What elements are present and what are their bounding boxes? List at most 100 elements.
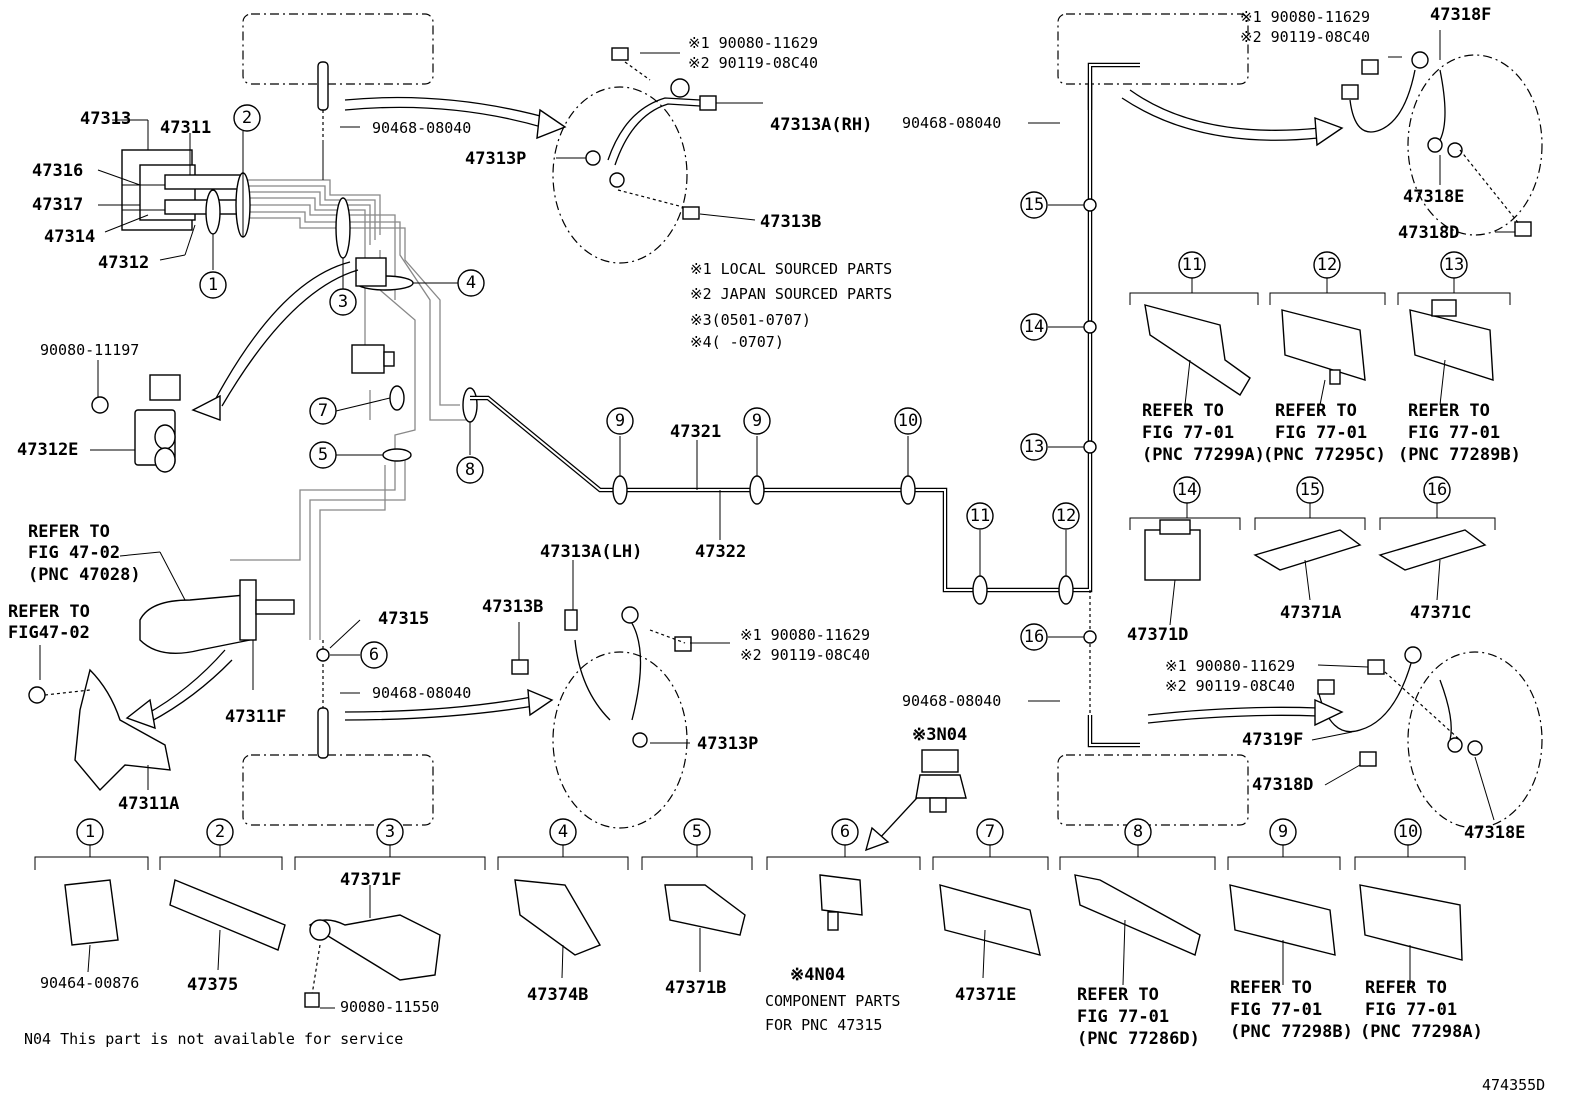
svg-text:FIG 77-01: FIG 77-01 [1142, 423, 1234, 443]
callout-13-main: 13 [1020, 433, 1048, 461]
svg-text:(PNC 47028): (PNC 47028) [28, 565, 141, 585]
rear-right-wheel-box [1057, 754, 1249, 826]
svg-text:(PNC 77286D): (PNC 77286D) [1077, 1029, 1200, 1049]
svg-text:FIG 77-01: FIG 77-01 [1365, 1000, 1457, 1020]
label-47318D-top: 47318D [1398, 223, 1459, 243]
label-47371B: 47371B [665, 978, 726, 998]
svg-text:FOR PNC 47315: FOR PNC 47315 [765, 1016, 882, 1034]
label-90080-11550: 90080-11550 [340, 998, 439, 1016]
svg-text:10: 10 [1398, 822, 1418, 842]
svg-text:16: 16 [1427, 480, 1447, 500]
hose-front-left [585, 47, 717, 220]
svg-text:1: 1 [85, 822, 95, 842]
label-47317: 47317 [32, 195, 83, 215]
hose-rear-left [511, 606, 692, 748]
svg-text:※1 90080-11629: ※1 90080-11629 [740, 626, 870, 644]
label-47371D: 47371D [1127, 625, 1188, 645]
callout-11-key: 11 [1178, 251, 1206, 279]
svg-text:※2 90119-08C40: ※2 90119-08C40 [1240, 28, 1370, 46]
label-47318E-top: 47318E [1403, 187, 1464, 207]
proportioning-valve [351, 257, 395, 374]
clamp-oval-8 [462, 387, 478, 423]
component-note: COMPONENT PARTS FOR PNC 47315 [765, 992, 900, 1034]
label-90468-bot-left: 90468-08040 [372, 684, 471, 702]
callout-2-main: 2 [233, 104, 261, 132]
svg-text:※4( -0707): ※4( -0707) [690, 333, 784, 351]
front-left-wheel-box [242, 13, 434, 85]
svg-text:REFER TO: REFER TO [1142, 401, 1224, 421]
callout-8-key: 8 [1124, 818, 1152, 846]
svg-text:※3(0501-0707): ※3(0501-0707) [690, 311, 811, 329]
label-47313B-bot: 47313B [482, 597, 543, 617]
label-90468-bot-right: 90468-08040 [902, 692, 1001, 710]
detail-circle-mid-center [552, 651, 688, 829]
label-47322: 47322 [695, 542, 746, 562]
callout-1-key: 1 [76, 818, 104, 846]
bracket-47311A [28, 668, 171, 792]
svg-text:8: 8 [465, 460, 475, 480]
svg-text:9: 9 [1278, 822, 1288, 842]
callout-16-main: 16 [1020, 623, 1048, 651]
label-47316: 47316 [32, 161, 83, 181]
callout-4-key: 4 [549, 818, 577, 846]
callout-6-key: 6 [831, 818, 859, 846]
svg-text:8: 8 [1133, 822, 1143, 842]
svg-text:2: 2 [215, 822, 225, 842]
detail-circle-bot-right [1407, 651, 1543, 829]
callout-3-key: 3 [376, 818, 404, 846]
callout-10-key: 10 [1394, 818, 1422, 846]
svg-text:11: 11 [1182, 255, 1202, 275]
label-47313A-LH: 47313A(LH) [540, 542, 642, 562]
clip-12-drawing [1281, 309, 1366, 406]
label-47313: 47313 [80, 109, 131, 129]
callout-7-main: 7 [309, 397, 337, 425]
svg-text:9: 9 [615, 411, 625, 431]
svg-text:1: 1 [208, 275, 218, 295]
svg-text:※1 90080-11629: ※1 90080-11629 [1165, 657, 1295, 675]
svg-text:6: 6 [840, 822, 850, 842]
service-footnote: N04 This part is not available for servi… [24, 1030, 403, 1048]
clamp-oval-3 [335, 197, 351, 259]
svg-text:14: 14 [1177, 480, 1197, 500]
clip-14-drawing [1144, 519, 1201, 626]
svg-text:※1 90080-11629: ※1 90080-11629 [1240, 8, 1370, 26]
svg-text:2: 2 [242, 108, 252, 128]
source-legend: ※1 LOCAL SOURCED PARTS ※2 JAPAN SOURCED … [690, 260, 892, 351]
clip-brackets-right [1129, 278, 1511, 530]
svg-text:5: 5 [692, 822, 702, 842]
leader-lines [39, 30, 1521, 821]
label-47312E: 47312E [17, 440, 78, 460]
label-s3N04: ※3N04 [912, 725, 967, 745]
callout-5-key: 5 [683, 818, 711, 846]
svg-text:(PNC 77298B): (PNC 77298B) [1230, 1022, 1353, 1042]
tube-bundle-upper [230, 179, 470, 640]
label-47318D-bot: 47318D [1252, 775, 1313, 795]
svg-text:16: 16 [1024, 627, 1044, 647]
label-47311A: 47311A [118, 794, 179, 814]
svg-text:FIG 47-02: FIG 47-02 [28, 543, 120, 563]
label-47371C: 47371C [1410, 603, 1471, 623]
callout-12-key: 12 [1313, 251, 1341, 279]
svg-text:7: 7 [985, 822, 995, 842]
label-47315: 47315 [378, 609, 429, 629]
clip-N04 [915, 749, 967, 813]
svg-text:15: 15 [1300, 480, 1320, 500]
svg-text:(PNC 77289B): (PNC 77289B) [1398, 445, 1521, 465]
detail-circle-top-right [1407, 54, 1543, 236]
svg-text:FIG47-02: FIG47-02 [8, 623, 90, 643]
clamp-oval-7 [389, 385, 405, 411]
svg-text:REFER TO: REFER TO [1230, 978, 1312, 998]
label-47313P-bot: 47313P [697, 734, 758, 754]
label-47318F: 47318F [1430, 5, 1491, 25]
clip-47312E [91, 374, 181, 473]
svg-text:5: 5 [318, 445, 328, 465]
callout-16-key: 16 [1423, 476, 1451, 504]
callout-7-key: 7 [976, 818, 1004, 846]
svg-text:(PNC 77299A): (PNC 77299A) [1142, 445, 1265, 465]
svg-text:4: 4 [466, 273, 476, 293]
callout-11-main: 11 [966, 502, 994, 530]
callout-4-main: 4 [457, 269, 485, 297]
label-47319F: 47319F [1242, 730, 1303, 750]
svg-text:FIG 77-01: FIG 77-01 [1077, 1007, 1169, 1027]
label-s4N04: ※4N04 [790, 965, 845, 985]
